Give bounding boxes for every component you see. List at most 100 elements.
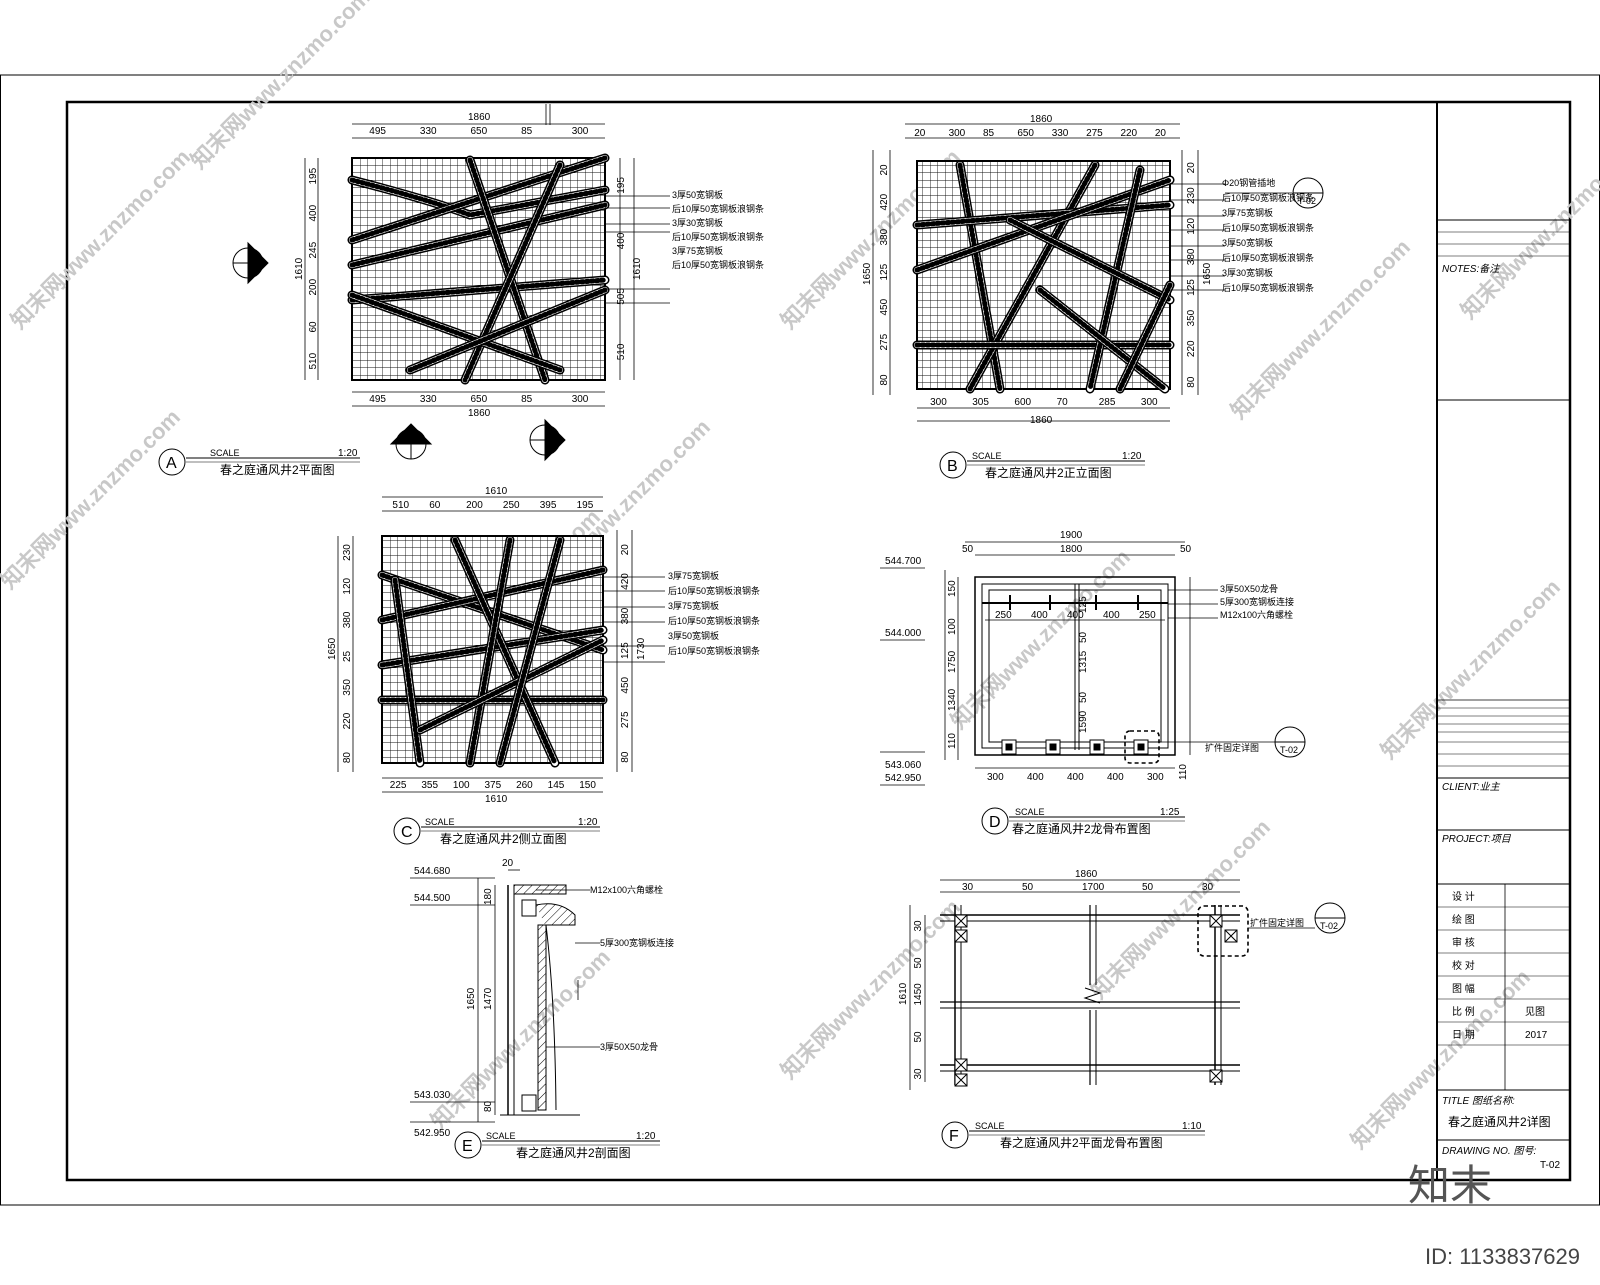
view-a-note: 3厚30宽钢板 (672, 217, 723, 228)
view-d-level: 544.000 (885, 628, 922, 639)
view-a-letter: A (166, 455, 177, 472)
view-b-left-dim: 450 (879, 298, 890, 315)
title-block-row-label: 审 核 (1452, 936, 1475, 949)
view-e-note: M12x100六角螺栓 (590, 884, 663, 895)
view-d-inner-dim: 400 (1103, 610, 1120, 621)
notes-label: NOTES:备注 (1442, 263, 1500, 275)
view-d-anchors (1001, 730, 1160, 764)
view-e-dim: 180 (483, 888, 494, 905)
view-c-left-dim: 25 (342, 650, 353, 662)
view-d-bottom-dim: 400 (1067, 772, 1084, 783)
view-a-top-dim: 650 (471, 126, 488, 137)
view-e-dim: 1470 (483, 987, 494, 1010)
view-b-right-dim: 120 (1186, 217, 1197, 234)
view-d-ref: T-02 (1280, 745, 1298, 755)
view-d-inner-v-dim: 1315 (1078, 650, 1089, 673)
view-c-title: 春之庭通风井2侧立面图 (440, 831, 567, 846)
view-f-top-total: 1860 (1075, 869, 1098, 880)
view-a-bottom-total: 1860 (468, 408, 491, 419)
view-a-right-dim: 510 (616, 343, 627, 360)
view-d-letter: D (989, 814, 1001, 831)
view-b-top-dim: 650 (1017, 128, 1034, 139)
title-block-row-value: 2017 (1525, 1030, 1548, 1041)
view-d-bottom-dim: 300 (1147, 772, 1164, 783)
view-a-note: 后10厚50宽钢板浪钢条 (672, 259, 764, 270)
view-e-dim: 1650 (466, 987, 477, 1010)
view-c-right-dim: 450 (620, 676, 631, 693)
view-c-top-dim: 60 (429, 500, 441, 511)
view-d-top-side: 50 (1180, 544, 1192, 555)
view-e-dim-lines (410, 869, 520, 1123)
view-d-top-total: 1900 (1060, 530, 1083, 541)
view-b-bottom-total: 1860 (1030, 415, 1053, 426)
view-f-top-dim: 30 (962, 882, 974, 893)
view-b-bottom-dim: 300 (1141, 397, 1158, 408)
view-d-right-dim: 110 (1178, 764, 1189, 780)
view-a-bottom-dim: 330 (420, 394, 437, 405)
brand-logo: 知末 (1408, 1161, 1493, 1210)
view-d-inner-dim: 250 (995, 610, 1012, 621)
view-c-left-dim: 80 (342, 752, 353, 764)
client-label: CLIENT:业主 (1442, 781, 1501, 793)
project-label: PROJECT:项目 (1442, 834, 1512, 845)
view-b-note: 后10厚50宽钢板浪钢条 (1222, 252, 1314, 263)
drawing-title: 春之庭通风井2详图 (1448, 1114, 1551, 1129)
view-c-left-dim: 350 (342, 679, 353, 696)
view-c-note: 3厚75宽钢板 (668, 570, 719, 581)
view-f-left-total: 1610 (898, 982, 909, 1005)
view-d-label: D SCALE 1:25 春之庭通风井2龙骨布置图 (981, 807, 1185, 836)
title-block-row-label: 日 期 (1452, 1029, 1475, 1041)
view-b-top-dim: 275 (1086, 128, 1103, 139)
view-b-scale-word: SCALE (972, 451, 1002, 461)
view-c-top-total: 1610 (485, 486, 508, 497)
view-f-left-dim: 1450 (913, 983, 924, 1006)
view-b-note: 后10厚50宽钢板浪钢条 (1222, 222, 1314, 233)
view-a-right-dim: 195 (616, 177, 627, 194)
watermark-text: 知末网www.znzmo.com (6, 144, 195, 333)
view-f-posts (954, 905, 1249, 1087)
view-c-top-dim: 250 (503, 500, 520, 511)
view-b-top-dim: 20 (914, 128, 926, 139)
view-b-top-dim: 330 (1052, 128, 1069, 139)
view-a-top-dim: 495 (369, 126, 386, 137)
view-a-note: 3厚75宽钢板 (672, 245, 723, 256)
watermark-layer: 知末网www.znzmo.com知末网www.znzmo.com知末网www.z… (0, 0, 1600, 1154)
view-b: T-02 B SCALE 1:20 春之庭通风井2正立面图 (872, 123, 1324, 480)
view-b-dim-lines (872, 123, 1199, 422)
view-a-bottom-dim: 495 (369, 394, 386, 405)
title-block-row-label: 校 对 (1452, 959, 1475, 972)
view-f-note: 扩件固定详图 (1250, 917, 1304, 928)
view-b-left-dim: 275 (879, 333, 890, 350)
view-c-left-dim: 220 (342, 712, 353, 729)
watermark-text: 知末网www.znzmo.com (0, 404, 185, 593)
view-b-right-dim: 350 (1186, 309, 1197, 326)
view-d-left-dim: 100 (947, 618, 958, 635)
view-b-label: B SCALE 1:20 春之庭通风井2正立面图 (939, 451, 1145, 480)
title-block-row-value: 见图 (1525, 1006, 1545, 1018)
view-d-detail-note: 扩件固定详图 (1205, 742, 1259, 753)
view-c-bottom-dim: 145 (548, 780, 565, 791)
view-a-label: A SCALE 1:20 春之庭通风井2平面图 (158, 448, 360, 477)
view-b-right-dim: 230 (1186, 187, 1197, 204)
view-d-inner-v-dim: 50 (1078, 691, 1089, 703)
view-f-ref-bubble: T-02 (1314, 902, 1346, 934)
view-d-top-side: 50 (962, 544, 974, 555)
view-c-note: 后10厚50宽钢板浪钢条 (668, 615, 760, 626)
view-a-right-dim: 400 (616, 232, 627, 249)
view-a-dim-lines (304, 104, 635, 407)
watermark-text: 知末网www.znzmo.com (186, 0, 375, 174)
view-f-label: F SCALE 1:10 春之庭通风井2平面龙骨布置图 (941, 1121, 1205, 1150)
view-a-note: 后10厚50宽钢板浪钢条 (672, 203, 764, 214)
watermark-text: 知末网www.znzmo.com (776, 894, 965, 1083)
view-d-inner-v-dim: 50 (1078, 631, 1089, 643)
view-d-inner-dim: 250 (1139, 610, 1156, 621)
view-c-right-dim: 20 (620, 544, 631, 556)
view-b-right-dim: 220 (1186, 340, 1197, 357)
view-d-bottom-dim: 300 (987, 772, 1004, 783)
view-c-right-dim: 420 (620, 573, 631, 590)
view-c-bottom-dim: 375 (485, 780, 502, 791)
view-c-label: C SCALE 1:20 春之庭通风井2侧立面图 (393, 817, 600, 846)
view-f-top-dim: 50 (1022, 882, 1034, 893)
view-a-right-total: 1610 (632, 257, 643, 280)
